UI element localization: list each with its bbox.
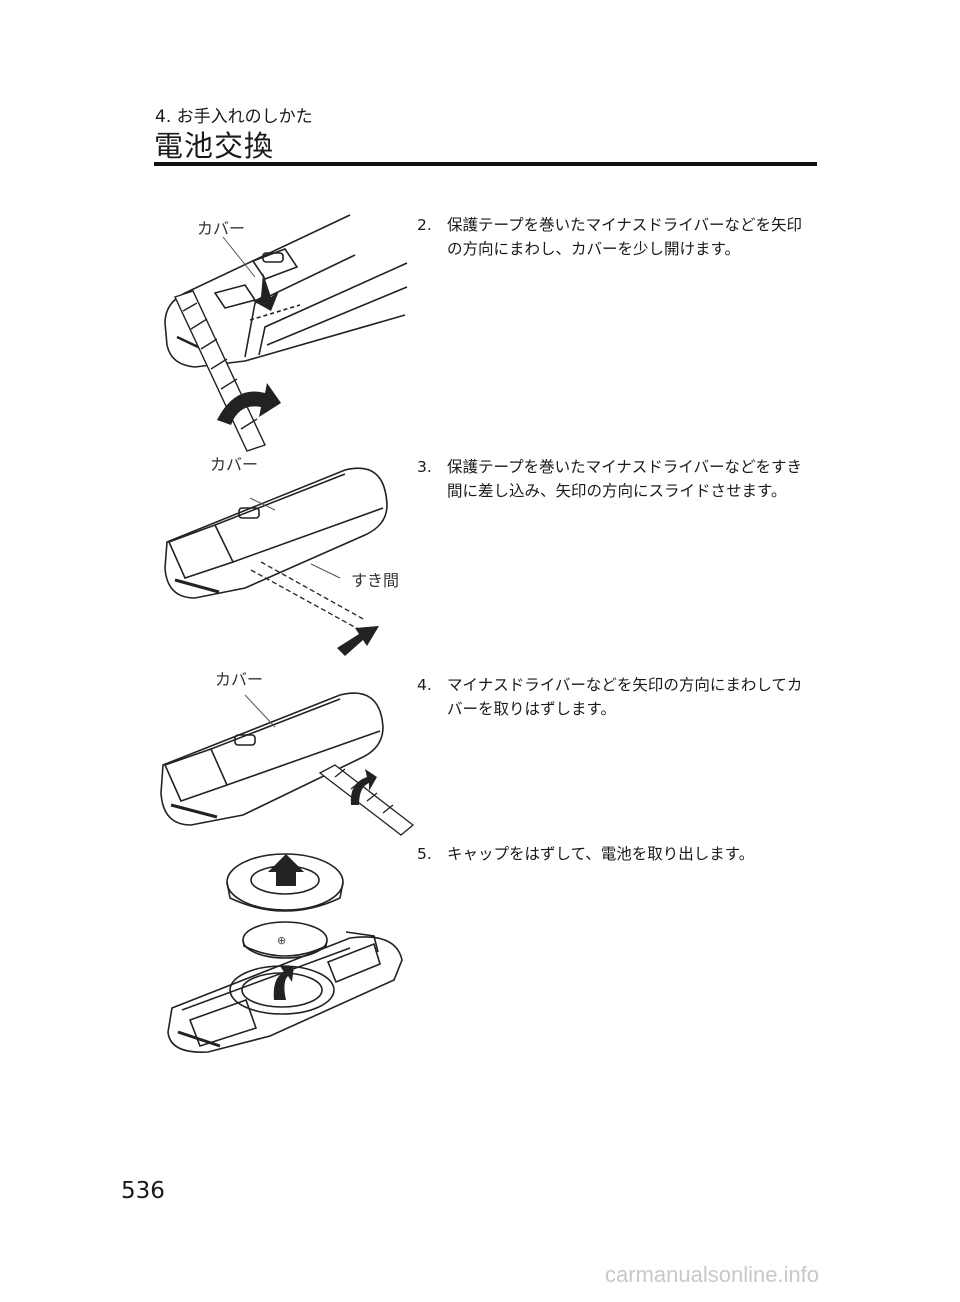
figure-slide-cover: カバー すき間 [155,450,415,670]
callout-cover-1: カバー [197,219,245,238]
figure-open-cover: カバー [155,205,415,455]
watermark-text: carmanualsonline.info [605,1262,820,1287]
step-4-number: 4. [417,676,432,694]
step-3-number: 3. [417,458,432,476]
step-3-text: 保護テープを巻いたマイナスドライバーなどをすき間に差し込み、矢印の方向にスライド… [447,458,802,500]
step-5-number: 5. [417,845,432,863]
figure-remove-battery: ⊕ [160,840,410,1080]
title-divider [154,162,817,166]
page-title: 電池交換 [154,129,275,163]
step-2-number: 2. [417,216,432,234]
step-4-text: マイナスドライバーなどを矢印の方向にまわしてカバーを取りはずします。 [447,676,803,718]
step-3: 3. 保護テープを巻いたマイナスドライバーなどをすき間に差し込み、矢印の方向にス… [417,455,817,503]
callout-cover-3: カバー [215,670,263,689]
callout-cover-2: カバー [210,455,258,474]
step-4: 4. マイナスドライバーなどを矢印の方向にまわしてカバーを取りはずします。 [417,673,817,721]
section-heading: 4. お手入れのしかた [155,107,313,127]
svg-text:⊕: ⊕ [277,934,286,947]
step-5: 5. キャップをはずして、電池を取り出します。 [417,842,817,866]
page-number: 536 [121,1178,165,1204]
step-2: 2. 保護テープを巻いたマイナスドライバーなどを矢印の方向にまわし、カバーを少し… [417,213,817,261]
callout-gap: すき間 [351,571,399,590]
step-2-text: 保護テープを巻いたマイナスドライバーなどを矢印の方向にまわし、カバーを少し開けま… [447,216,802,258]
figure-remove-cover: カバー [155,665,415,845]
step-5-text: キャップをはずして、電池を取り出します。 [447,845,755,863]
